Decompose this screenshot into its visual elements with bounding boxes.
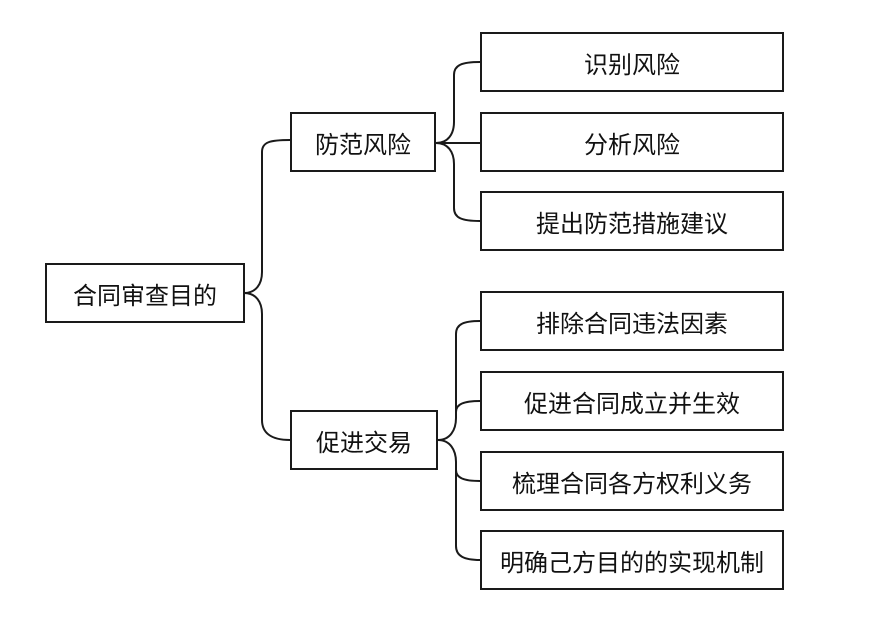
leaf-node-identify-risk: 识别风险 — [480, 32, 784, 92]
leaf-node-rights-obligations: 梳理合同各方权利义务 — [480, 451, 784, 511]
root-brace — [243, 139, 291, 294]
branch-1-brace-top — [435, 61, 481, 144]
leaf-node-contract-effective: 促进合同成立并生效 — [480, 371, 784, 431]
branch-2-brace-top — [437, 320, 481, 441]
branch-2-brace-lower-a — [437, 439, 481, 482]
leaf-node-realization-mechanism: 明确己方目的的实现机制 — [480, 530, 784, 590]
root-brace-lower — [243, 292, 291, 441]
branch-node-promote-transaction: 促进交易 — [290, 410, 438, 470]
leaf-node-propose-measures: 提出防范措施建议 — [480, 191, 784, 251]
branch-node-risk-prevention: 防范风险 — [290, 112, 436, 172]
leaf-node-analyze-risk: 分析风险 — [480, 112, 784, 172]
branch-1-brace-bottom — [435, 142, 481, 222]
root-node: 合同审查目的 — [45, 263, 245, 323]
branch-2-brace-lower-b — [455, 462, 481, 561]
branch-2-brace-mid-a — [455, 400, 481, 418]
leaf-node-exclude-illegal-factors: 排除合同违法因素 — [480, 291, 784, 351]
